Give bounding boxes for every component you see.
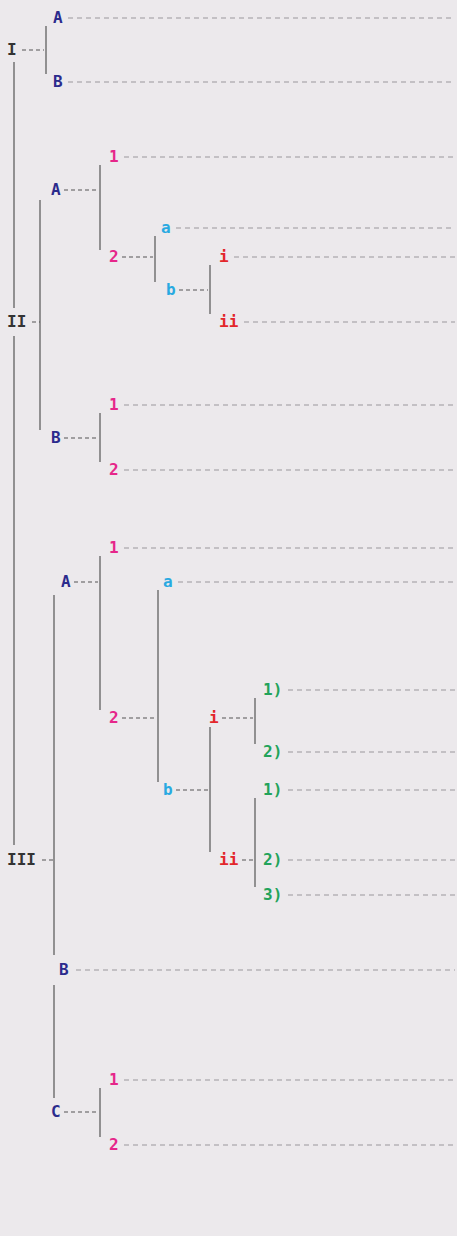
outline-marker: 1)	[262, 781, 283, 799]
spine-line	[13, 336, 14, 845]
branch-dash	[64, 437, 98, 438]
leader-dash	[124, 404, 455, 405]
outline-marker: B	[52, 73, 64, 91]
bracket-bar	[157, 590, 158, 782]
outline-marker: 1	[108, 396, 120, 414]
outline-marker: 1)	[262, 681, 283, 699]
bracket-bar	[154, 236, 155, 282]
branch-dash	[42, 859, 54, 860]
outline-marker: 2)	[262, 743, 283, 761]
leader-dash	[124, 547, 455, 548]
outline-marker: C	[50, 1103, 62, 1121]
leader-dash	[124, 1079, 455, 1080]
bracket-bar	[254, 698, 255, 744]
branch-dash	[22, 49, 44, 50]
branch-dash	[179, 289, 208, 290]
leader-dash	[176, 227, 455, 228]
leader-dash	[244, 321, 455, 322]
outline-marker: a	[160, 219, 172, 237]
leader-dash	[288, 859, 455, 860]
outline-marker: 1	[108, 148, 120, 166]
outline-marker: ii	[218, 851, 239, 869]
bracket-bar	[254, 798, 255, 887]
outline-marker: 2)	[262, 851, 283, 869]
outline-marker: III	[6, 851, 37, 869]
branch-dash	[242, 859, 253, 860]
outline-marker: b	[162, 781, 174, 799]
outline-marker: A	[52, 9, 64, 27]
branch-dash	[74, 581, 98, 582]
bracket-bar	[99, 165, 100, 250]
leader-dash	[178, 581, 455, 582]
outline-marker: I	[6, 41, 18, 59]
leader-dash	[124, 469, 455, 470]
leader-dash	[68, 17, 455, 18]
branch-dash	[122, 717, 156, 718]
bracket-bar	[45, 26, 46, 74]
outline-marker: 2	[108, 248, 120, 266]
bracket-bar	[39, 200, 40, 430]
bracket-bar	[99, 1088, 100, 1137]
outline-marker: i	[208, 709, 220, 727]
branch-dash	[64, 189, 98, 190]
spine-line	[13, 62, 14, 308]
outline-marker: B	[50, 429, 62, 447]
leader-dash	[288, 689, 455, 690]
leader-dash	[76, 969, 455, 970]
outline-marker: 1	[108, 1071, 120, 1089]
branch-dash	[64, 1111, 98, 1112]
bracket-bar	[99, 413, 100, 462]
bracket-bar	[53, 985, 54, 1098]
leader-dash	[234, 256, 455, 257]
outline-marker: 2	[108, 709, 120, 727]
branch-dash	[32, 321, 40, 322]
outline-marker: B	[58, 961, 70, 979]
outline-marker: a	[162, 573, 174, 591]
leader-dash	[288, 789, 455, 790]
leader-dash	[124, 156, 455, 157]
outline-marker: 2	[108, 1136, 120, 1154]
outline-marker: 1	[108, 539, 120, 557]
leader-dash	[288, 894, 455, 895]
leader-dash	[124, 1144, 455, 1145]
outline-marker: A	[60, 573, 72, 591]
leader-dash	[68, 81, 455, 82]
branch-dash	[122, 256, 153, 257]
outline-marker: II	[6, 313, 27, 331]
branch-dash	[176, 789, 208, 790]
bracket-bar	[99, 556, 100, 710]
outline-marker: A	[50, 181, 62, 199]
bracket-bar	[53, 595, 54, 955]
outline-marker: 3)	[262, 886, 283, 904]
outline-marker: b	[165, 281, 177, 299]
outline-marker: i	[218, 248, 230, 266]
bracket-bar	[209, 265, 210, 314]
outline-marker: 2	[108, 461, 120, 479]
leader-dash	[288, 751, 455, 752]
branch-dash	[222, 717, 253, 718]
bracket-bar	[209, 726, 210, 852]
outline-marker: ii	[218, 313, 239, 331]
